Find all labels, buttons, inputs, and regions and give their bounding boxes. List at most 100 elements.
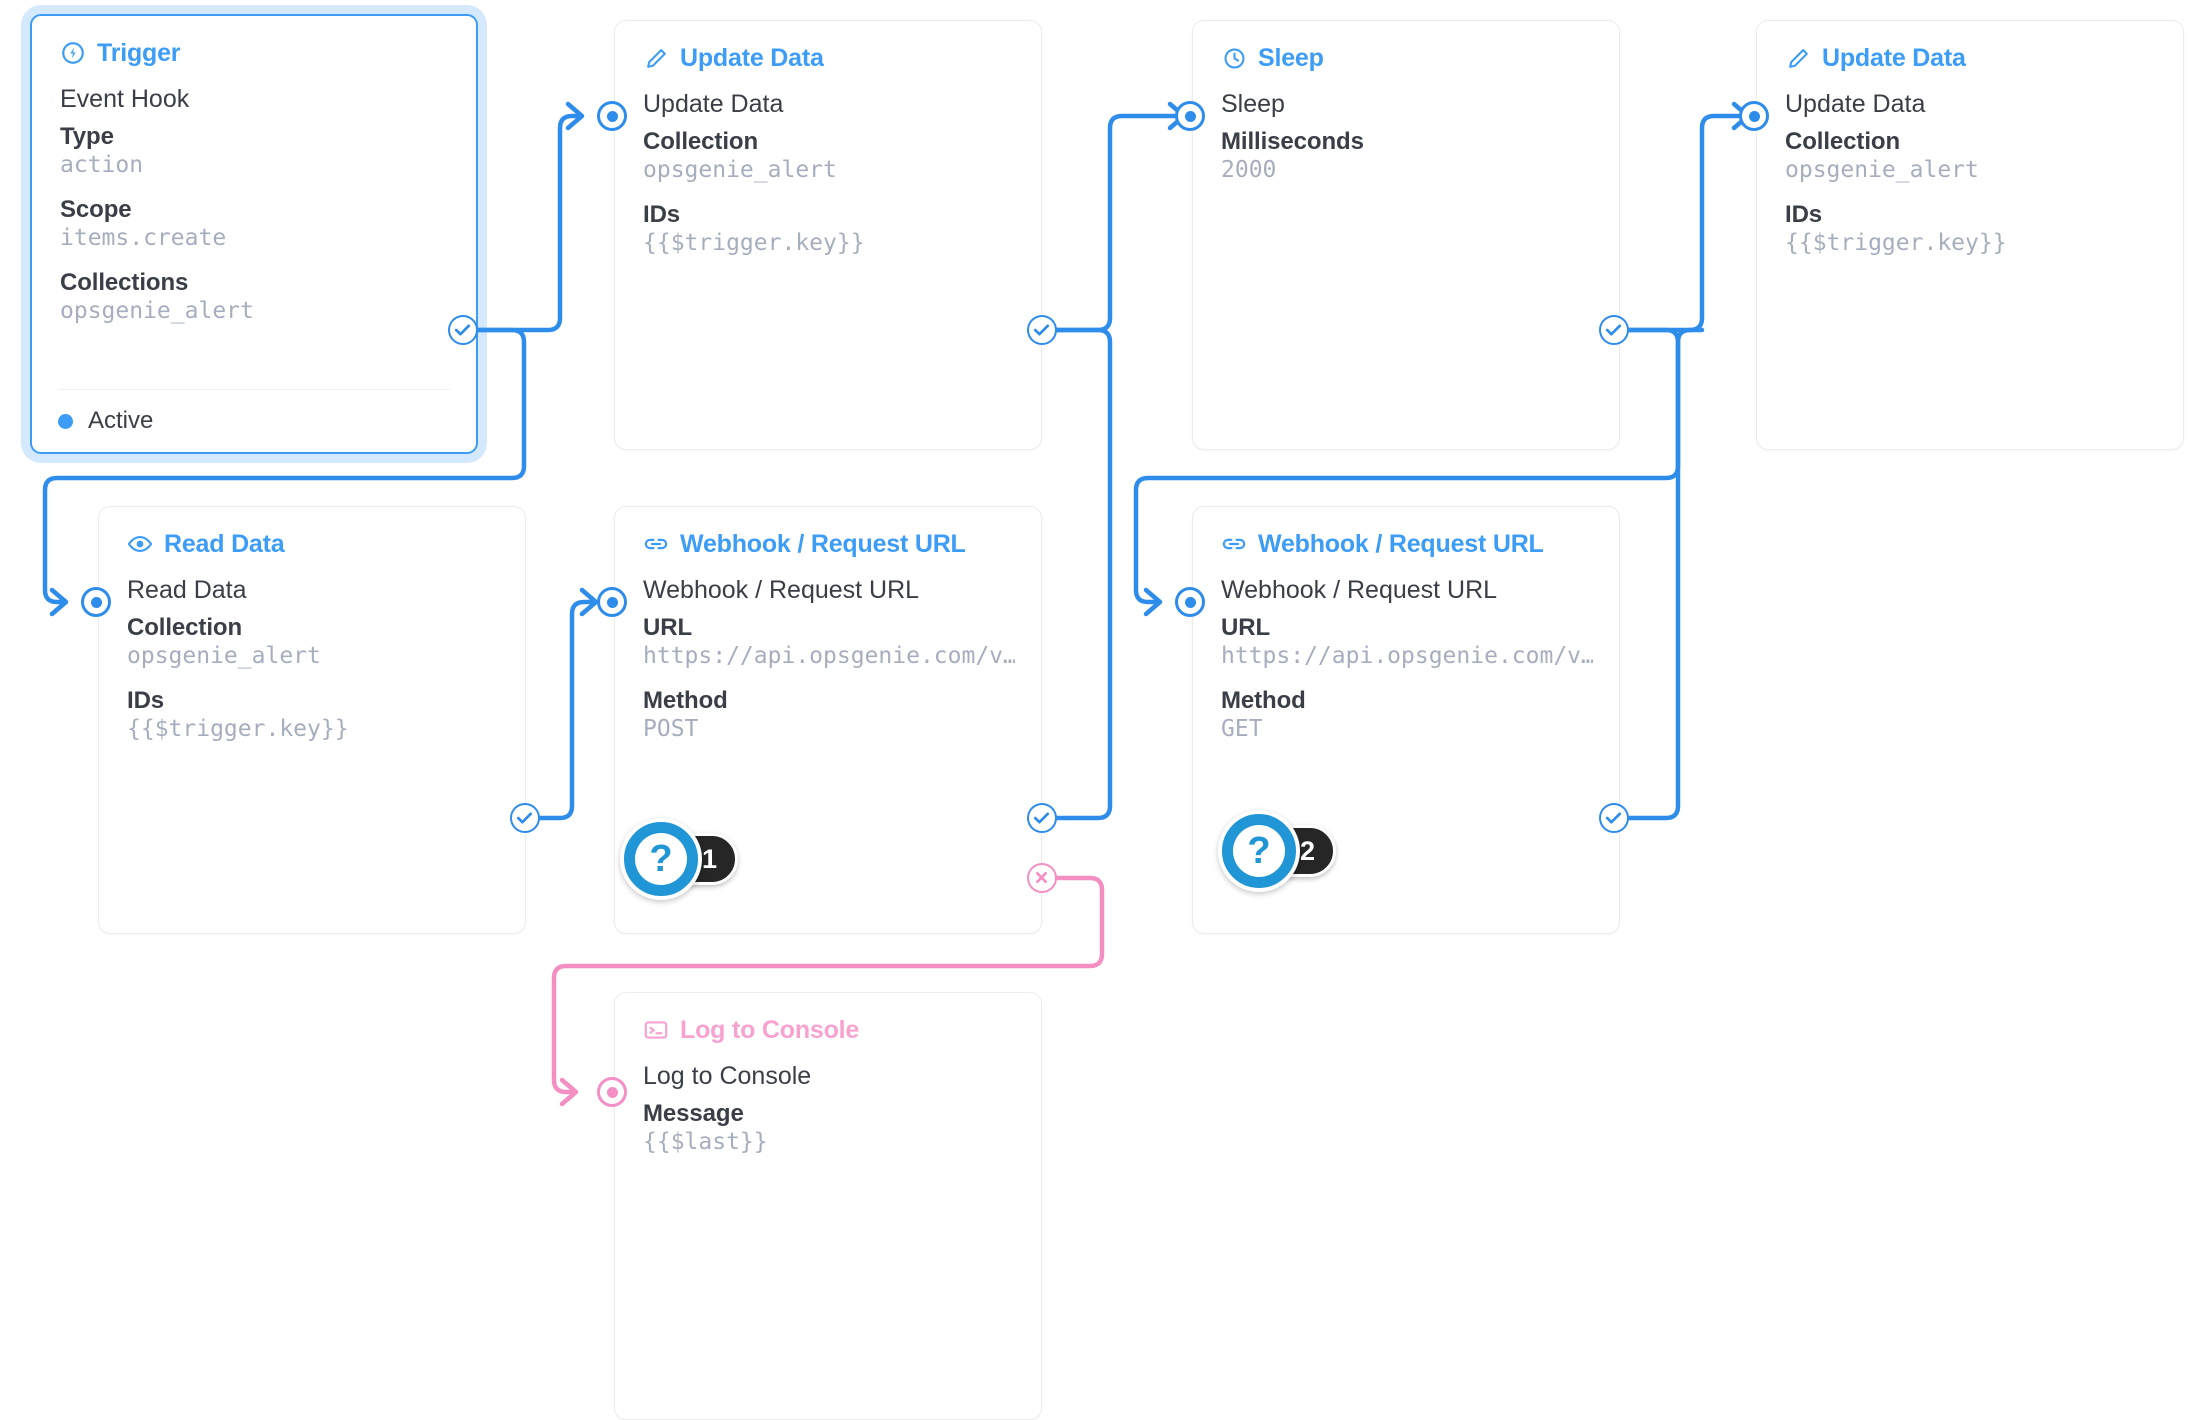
input-port-sleep[interactable] (1175, 101, 1205, 131)
link-icon (643, 531, 669, 557)
node-header-update-data-1: Update Data (615, 21, 1041, 71)
node-card-trigger[interactable]: Trigger Event Hook Type action Scope ite… (30, 14, 478, 454)
operation-name: Event Hook (60, 85, 190, 113)
node-body-log-to-console: Log to Console Message {{$last}} (615, 1043, 1041, 1157)
input-port-update-data-1[interactable] (597, 101, 627, 131)
field-value-method: POST (643, 716, 699, 743)
field-label-collection: Collection (643, 128, 759, 155)
field-label-collection: Collection (1785, 128, 1901, 155)
field-value-ids: {{$trigger.key}} (127, 716, 349, 743)
node-header-read-data: Read Data (99, 507, 525, 557)
help-badge-count-2: 2 (1299, 835, 1315, 866)
operation-name: Webhook / Request URL (643, 576, 920, 604)
field-value-collection: opsgenie_alert (643, 157, 837, 184)
field-label-collections: Collections (60, 269, 189, 297)
node-title-log-to-console: Log to Console (680, 1015, 860, 1044)
field-label-ids: IDs (1785, 201, 1823, 229)
trigger-status: Active (58, 389, 450, 452)
help-badge-1[interactable]: 1 ? (620, 818, 738, 900)
node-header-trigger: Trigger (32, 16, 476, 66)
node-title-read-data: Read Data (164, 529, 285, 558)
node-body-update-data-2: Update Data Collection opsgenie_alert ID… (1757, 71, 2183, 258)
operation-name: Update Data (1785, 90, 1926, 118)
output-port-success-sleep[interactable] (1599, 315, 1629, 345)
output-port-success-webhook-post[interactable] (1027, 803, 1057, 833)
node-card-read-data[interactable]: Read Data Read Data Collection opsgenie_… (98, 506, 526, 934)
field-value-ids: {{$trigger.key}} (643, 230, 865, 257)
node-body-webhook-post: Webhook / Request URL URL https://api.op… (615, 557, 1041, 744)
question-mark-icon: ? (1233, 825, 1285, 877)
operation-name: Sleep (1221, 90, 1285, 118)
field-label-url: URL (1221, 614, 1271, 641)
console-icon (643, 1017, 669, 1043)
field-value-url: https://api.opsgenie.com/v… (643, 643, 1015, 670)
field-value-milliseconds: 2000 (1221, 157, 1277, 184)
trigger-bolt-icon (60, 40, 86, 66)
node-body-trigger: Event Hook Type action Scope items.creat… (32, 66, 476, 326)
help-badge-ring-2[interactable]: ? (1218, 810, 1300, 892)
status-dot-icon (58, 413, 73, 429)
input-port-update-data-2[interactable] (1739, 101, 1769, 131)
node-body-webhook-get: Webhook / Request URL URL https://api.op… (1193, 557, 1619, 744)
help-badge-2[interactable]: 2 ? (1218, 810, 1336, 892)
output-port-success-update-data-1[interactable] (1027, 315, 1057, 345)
node-body-sleep: Sleep Milliseconds 2000 (1193, 71, 1619, 185)
field-label-scope: Scope (60, 196, 132, 224)
field-label-milliseconds: Milliseconds (1221, 128, 1364, 155)
node-title-trigger: Trigger (97, 38, 181, 67)
node-title-sleep: Sleep (1258, 43, 1324, 72)
help-badge-ring-1[interactable]: ? (620, 818, 702, 900)
field-label-ids: IDs (127, 687, 165, 715)
operation-name: Log to Console (643, 1062, 812, 1090)
field-value-type: action (60, 152, 144, 179)
output-port-success-trigger[interactable] (448, 315, 478, 345)
pencil-icon (643, 45, 669, 71)
operation-name: Webhook / Request URL (1221, 576, 1498, 604)
input-port-log-to-console[interactable] (597, 1077, 627, 1107)
pencil-icon (1785, 45, 1811, 71)
node-body-read-data: Read Data Collection opsgenie_alert IDs … (99, 557, 525, 744)
node-card-update-data-1[interactable]: Update Data Update Data Collection opsge… (614, 20, 1042, 450)
node-header-webhook-get: Webhook / Request URL (1193, 507, 1619, 557)
node-card-update-data-2[interactable]: Update Data Update Data Collection opsge… (1756, 20, 2184, 450)
field-value-collections: opsgenie_alert (60, 298, 254, 325)
node-title-update-data-1: Update Data (680, 43, 824, 72)
clock-icon (1221, 45, 1247, 71)
output-port-error-webhook-post[interactable] (1027, 863, 1057, 893)
field-label-message: Message (643, 1100, 744, 1127)
node-body-update-data-1: Update Data Collection opsgenie_alert ID… (615, 71, 1041, 258)
output-port-success-webhook-get[interactable] (1599, 803, 1629, 833)
field-label-method: Method (1221, 687, 1306, 715)
node-title-webhook-post: Webhook / Request URL (680, 529, 966, 558)
field-value-url: https://api.opsgenie.com/v… (1221, 643, 1593, 670)
input-port-webhook-get[interactable] (1175, 587, 1205, 617)
node-header-log-to-console: Log to Console (615, 993, 1041, 1043)
help-badge-count-1: 1 (701, 843, 717, 874)
status-badge: Active (88, 407, 154, 434)
field-value-message: {{$last}} (643, 1129, 768, 1156)
field-value-collection: opsgenie_alert (127, 643, 321, 670)
node-card-sleep[interactable]: Sleep Sleep Milliseconds 2000 (1192, 20, 1620, 450)
field-label-ids: IDs (643, 201, 681, 229)
node-header-update-data-2: Update Data (1757, 21, 2183, 71)
operation-name: Update Data (643, 90, 784, 118)
input-port-read-data[interactable] (81, 587, 111, 617)
field-value-method: GET (1221, 716, 1263, 743)
node-card-log-to-console[interactable]: Log to Console Log to Console Message {{… (614, 992, 1042, 1420)
field-value-collection: opsgenie_alert (1785, 157, 1979, 184)
field-label-collection: Collection (127, 614, 243, 641)
node-header-webhook-post: Webhook / Request URL (615, 507, 1041, 557)
field-label-url: URL (643, 614, 693, 641)
node-title-webhook-get: Webhook / Request URL (1258, 529, 1544, 558)
field-value-ids: {{$trigger.key}} (1785, 230, 2007, 257)
operation-name: Read Data (127, 576, 247, 604)
output-port-success-read-data[interactable] (510, 803, 540, 833)
field-value-scope: items.create (60, 225, 227, 252)
field-label-method: Method (643, 687, 728, 715)
question-mark-icon: ? (635, 833, 687, 885)
node-title-update-data-2: Update Data (1822, 43, 1966, 72)
link-icon (1221, 531, 1247, 557)
field-label-type: Type (60, 123, 114, 150)
input-port-webhook-post[interactable] (597, 587, 627, 617)
